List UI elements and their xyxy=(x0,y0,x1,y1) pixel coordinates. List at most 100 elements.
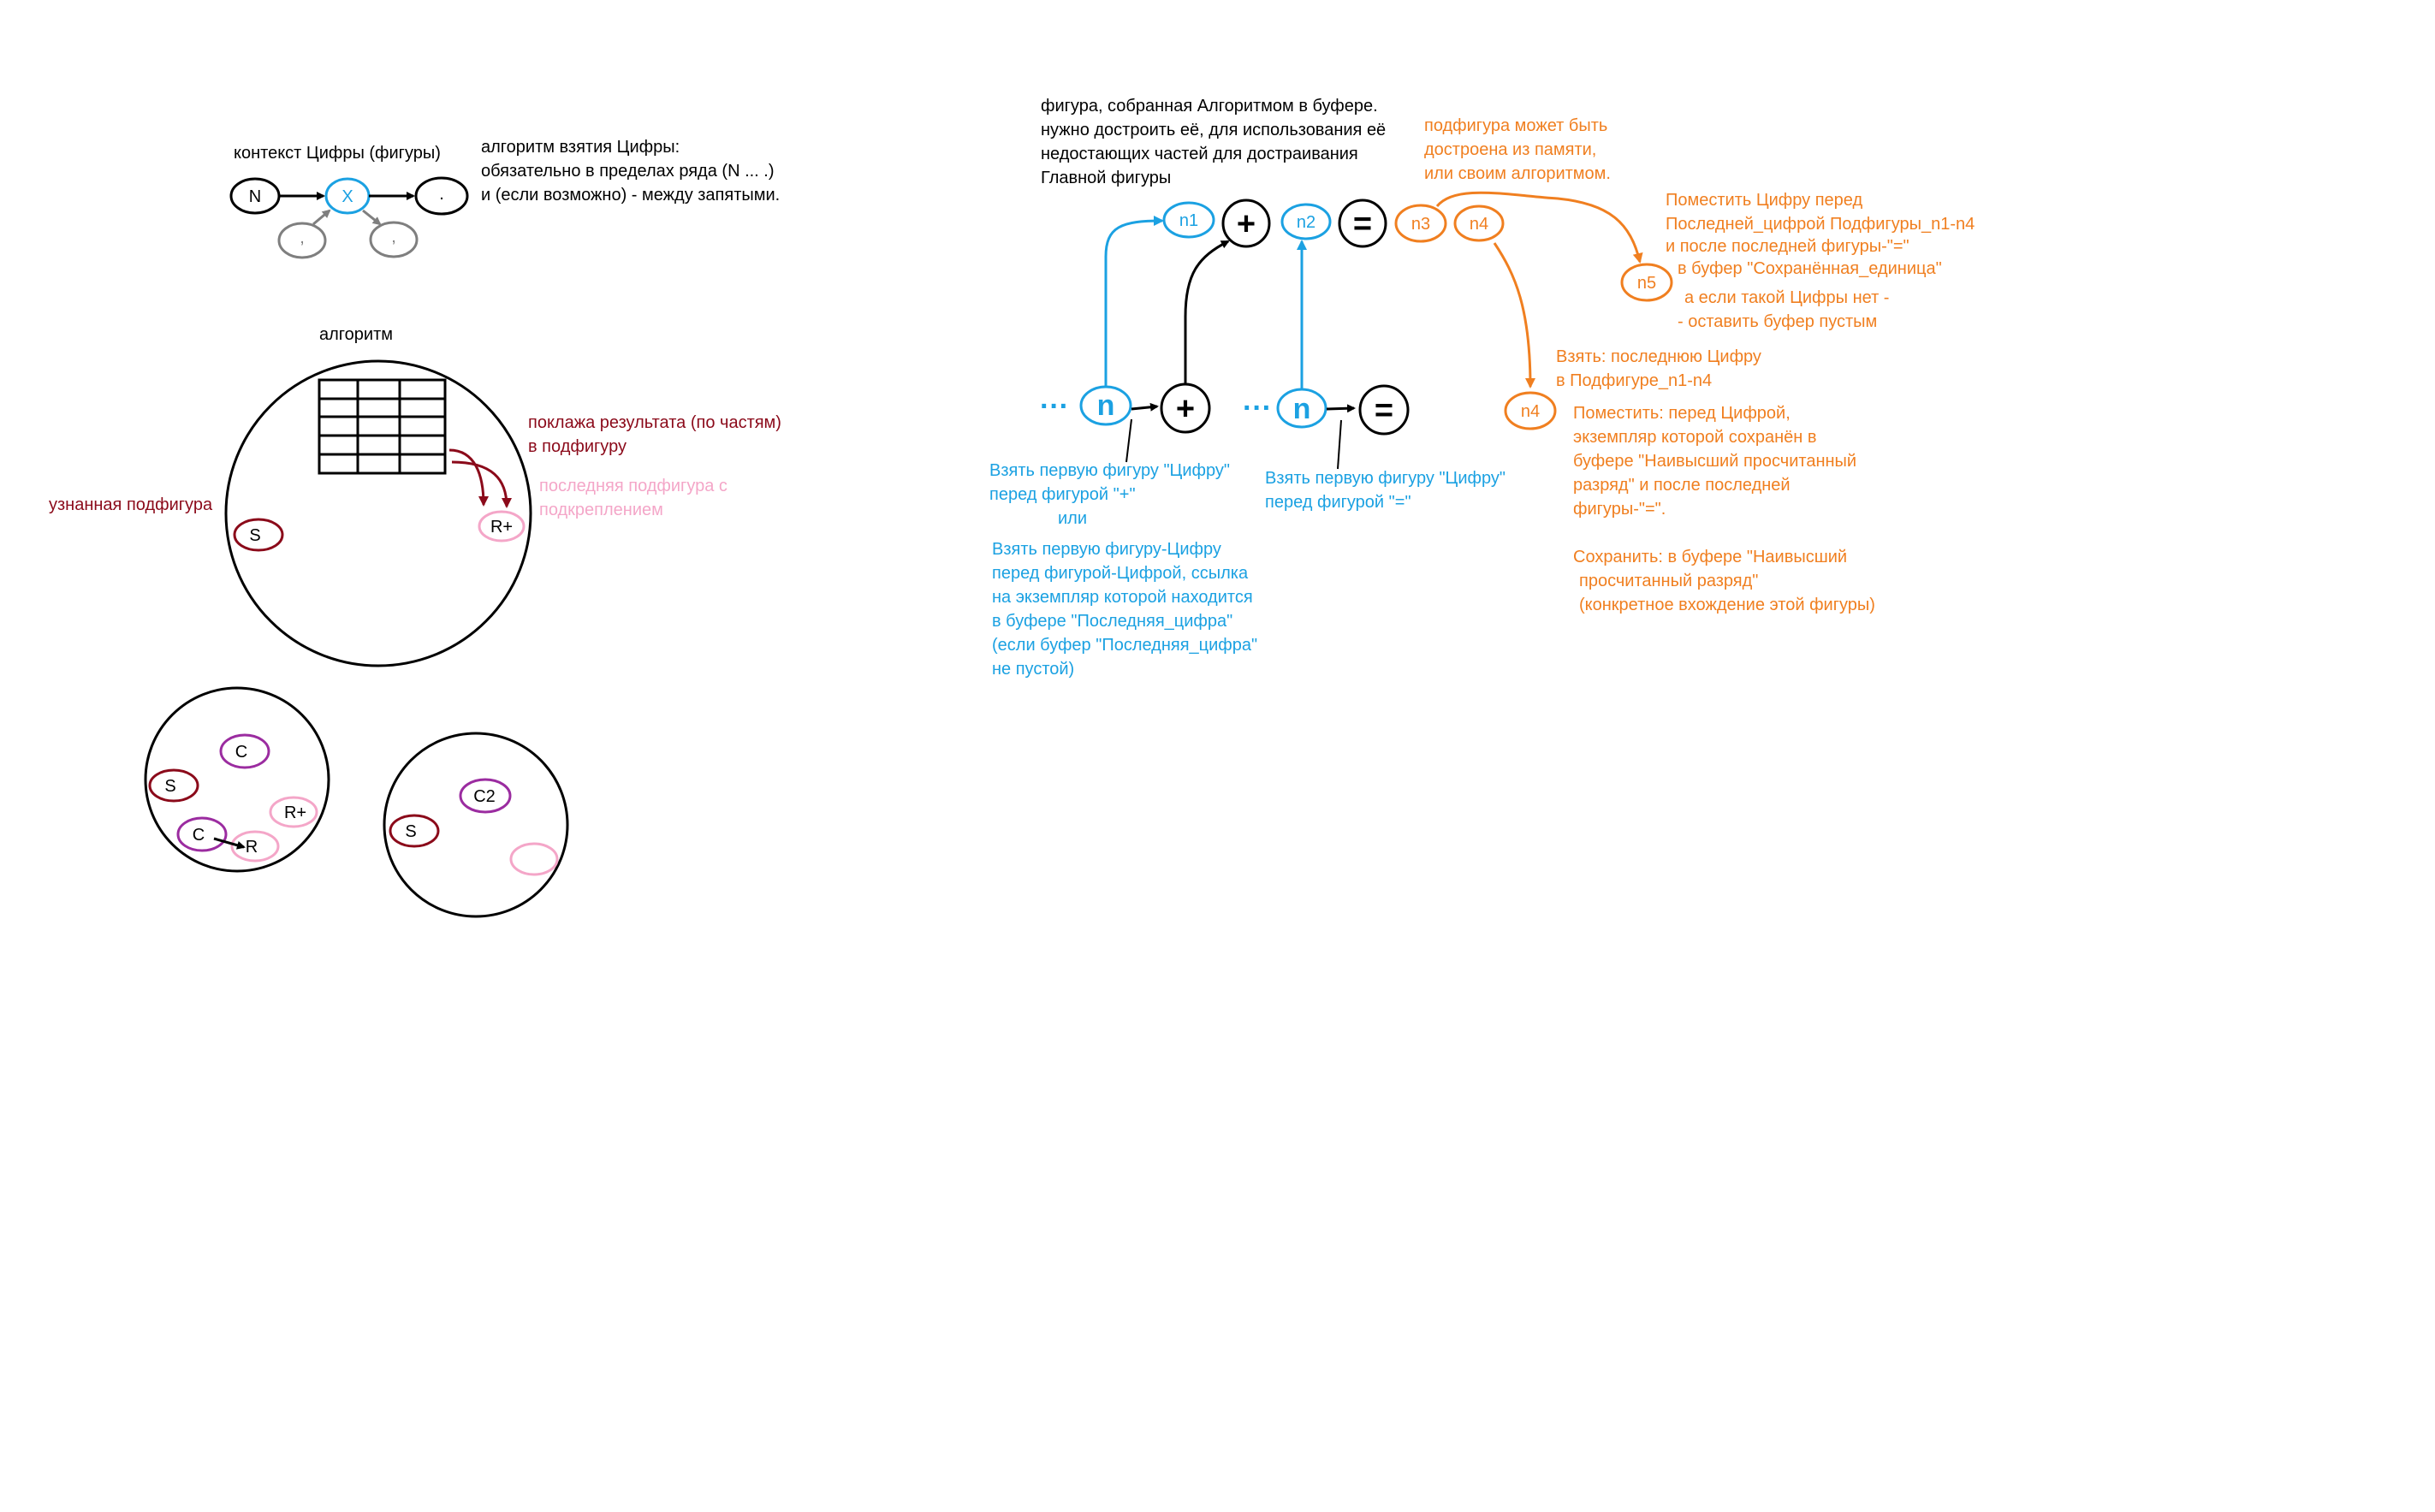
place-note-1: Поместить Цифру перед xyxy=(1666,191,1862,210)
small-circle-2-diagram: C2 S xyxy=(383,732,569,918)
put-note-2: экземпляр которой сохранён в xyxy=(1573,428,1816,447)
arrow-n-plus xyxy=(1131,402,1159,412)
result-arrow-2 xyxy=(451,460,512,508)
node-s-2 xyxy=(389,814,440,848)
subfigure-note-1: подфигура может быть xyxy=(1424,116,1607,135)
node-c2 xyxy=(459,778,512,814)
arrow-plus-to-plus xyxy=(1184,240,1230,384)
context-desc-2: обязательно в пределах ряда (N ... .) xyxy=(481,162,775,181)
node-n2 xyxy=(1280,203,1332,240)
node-n4-top xyxy=(1453,205,1505,242)
place-note-2: Последней_цифрой Подфигуры_n1-n4 xyxy=(1666,215,1975,234)
node-equals-bottom xyxy=(1358,384,1410,436)
node-r-1 xyxy=(230,830,280,863)
arrow-n-to-n1 xyxy=(1104,216,1164,387)
node-s-label: S xyxy=(249,526,260,545)
node-plus-bottom-label: + xyxy=(1176,391,1195,427)
take-last-1: Взять: последнюю Цифру xyxy=(1556,347,1761,366)
node-c-bottom-label: C xyxy=(193,826,205,845)
put-note-5: фигуры-"=". xyxy=(1573,500,1666,519)
node-n1 xyxy=(1162,201,1215,239)
node-n-right-label: n xyxy=(1293,393,1311,425)
last-subfigure-label-2: подкреплением xyxy=(539,501,663,519)
alt-note-1: Взять первую фигуру-Цифру xyxy=(992,540,1221,559)
algorithm-title: алгоритм xyxy=(319,325,393,344)
buffer-note-3: недостающих частей для достраивания xyxy=(1041,145,1358,163)
dots-right: ··· xyxy=(1243,392,1272,424)
save-note-3: (конкретное вхождение этой фигуры) xyxy=(1579,596,1875,614)
node-n-left-label: n xyxy=(1097,389,1115,422)
or-label: или xyxy=(1058,509,1087,528)
result-label-2: в подфигуру xyxy=(528,437,627,456)
small-circle-1 xyxy=(144,686,330,873)
context-node-comma-left xyxy=(277,222,327,259)
put-note-3: буфере "Наивысший просчитанный xyxy=(1573,452,1856,471)
node-c-top-label: C xyxy=(235,743,247,762)
buffer-note-1: фигура, собранная Алгоритмом в буфере. xyxy=(1041,97,1378,116)
last-subfigure-label-1: последняя подфигура с xyxy=(539,477,728,495)
node-c-top xyxy=(219,733,270,769)
node-n4-bottom xyxy=(1504,391,1557,430)
take-first-1: Взять первую фигуру "Цифру" xyxy=(989,461,1230,480)
put-note-1: Поместить: перед Цифрой, xyxy=(1573,404,1791,423)
arrow-to-n4-bottom xyxy=(1493,242,1535,388)
node-r-plus-1-label: R+ xyxy=(284,803,306,822)
alt-note-4: в буфере "Последняя_цифра" xyxy=(992,612,1232,631)
node-s-1 xyxy=(148,768,199,803)
node-empty-pink xyxy=(509,842,559,876)
result-label-1: поклажа результата (по частям) xyxy=(528,413,781,432)
algorithm-table-grid xyxy=(318,378,447,475)
node-equals-top xyxy=(1338,199,1387,248)
buffer-note-4: Главной фигуры xyxy=(1041,169,1171,187)
right-diagram: фигура, собранная Алгоритмом в буфере. н… xyxy=(989,97,1975,679)
small-circle-1-diagram: C S R+ C R xyxy=(144,686,330,873)
take-last-2: в Подфигуре_n1-n4 xyxy=(1556,371,1712,390)
node-c-bottom xyxy=(176,816,228,852)
pointer-left xyxy=(1125,418,1132,463)
algorithm-diagram: алгоритм R+ S поклажа результата (по час… xyxy=(49,325,781,667)
context-arrow-comma-x xyxy=(312,209,331,226)
take-first-2: перед фигурой "+" xyxy=(989,485,1136,504)
node-s-recognized xyxy=(233,518,284,552)
alt-note-6: не пустой) xyxy=(992,660,1074,679)
pointer-right xyxy=(1337,419,1342,470)
dots-left: ··· xyxy=(1040,390,1069,423)
node-n3-label: n3 xyxy=(1411,215,1430,234)
context-arrow-x-comma xyxy=(362,209,382,226)
node-plus-top xyxy=(1221,199,1271,248)
context-node-x-label: X xyxy=(341,187,353,206)
node-n5-label: n5 xyxy=(1637,274,1656,293)
place-note-3: и после последней фигуры-"=" xyxy=(1666,237,1909,256)
context-node-comma-right xyxy=(369,221,419,258)
recognized-subfigure-label: узнанная подфигура xyxy=(49,495,213,514)
node-n3 xyxy=(1394,204,1447,243)
node-n5 xyxy=(1620,263,1673,302)
node-c2-label: C2 xyxy=(473,787,496,806)
node-n4-bottom-label: n4 xyxy=(1521,402,1540,421)
subfigure-note-2: достроена из памяти, xyxy=(1424,140,1596,159)
arrow-c-to-r xyxy=(213,837,246,850)
context-diagram: контекст Цифры (фигуры) N X . , , алгори… xyxy=(229,138,780,259)
buffer-note-2: нужно достроить её, для использования её xyxy=(1041,121,1386,139)
place-note-5: а если такой Цифры нет - xyxy=(1684,288,1889,307)
context-comma-left-label: , xyxy=(300,228,305,247)
arrow-n-equals xyxy=(1326,404,1356,413)
subfigure-note-3: или своим алгоритмом. xyxy=(1424,164,1611,183)
context-desc-3: и (если возможно) - между запятыми. xyxy=(481,186,780,205)
node-r-1-label: R xyxy=(246,838,258,857)
node-s-1-label: S xyxy=(164,777,175,796)
context-title: контекст Цифры (фигуры) xyxy=(234,144,441,163)
context-desc-1: алгоритм взятия Цифры: xyxy=(481,138,680,157)
save-note-1: Сохранить: в буфере "Наивысший xyxy=(1573,548,1847,566)
take-eq-1: Взять первую фигуру "Цифру" xyxy=(1265,469,1506,488)
place-note-4: в буфер "Сохранённая_единица" xyxy=(1678,259,1942,278)
context-comma-right-label: , xyxy=(391,228,396,246)
context-node-dot xyxy=(414,176,469,216)
node-n2-label: n2 xyxy=(1297,213,1315,232)
alt-note-5: (если буфер "Последняя_цифра" xyxy=(992,636,1257,655)
alt-note-3: на экземпляр которой находится xyxy=(992,588,1253,607)
node-equals-bottom-label: = xyxy=(1375,393,1393,429)
take-eq-2: перед фигурой "=" xyxy=(1265,493,1411,512)
node-equals-top-label: = xyxy=(1353,206,1372,242)
